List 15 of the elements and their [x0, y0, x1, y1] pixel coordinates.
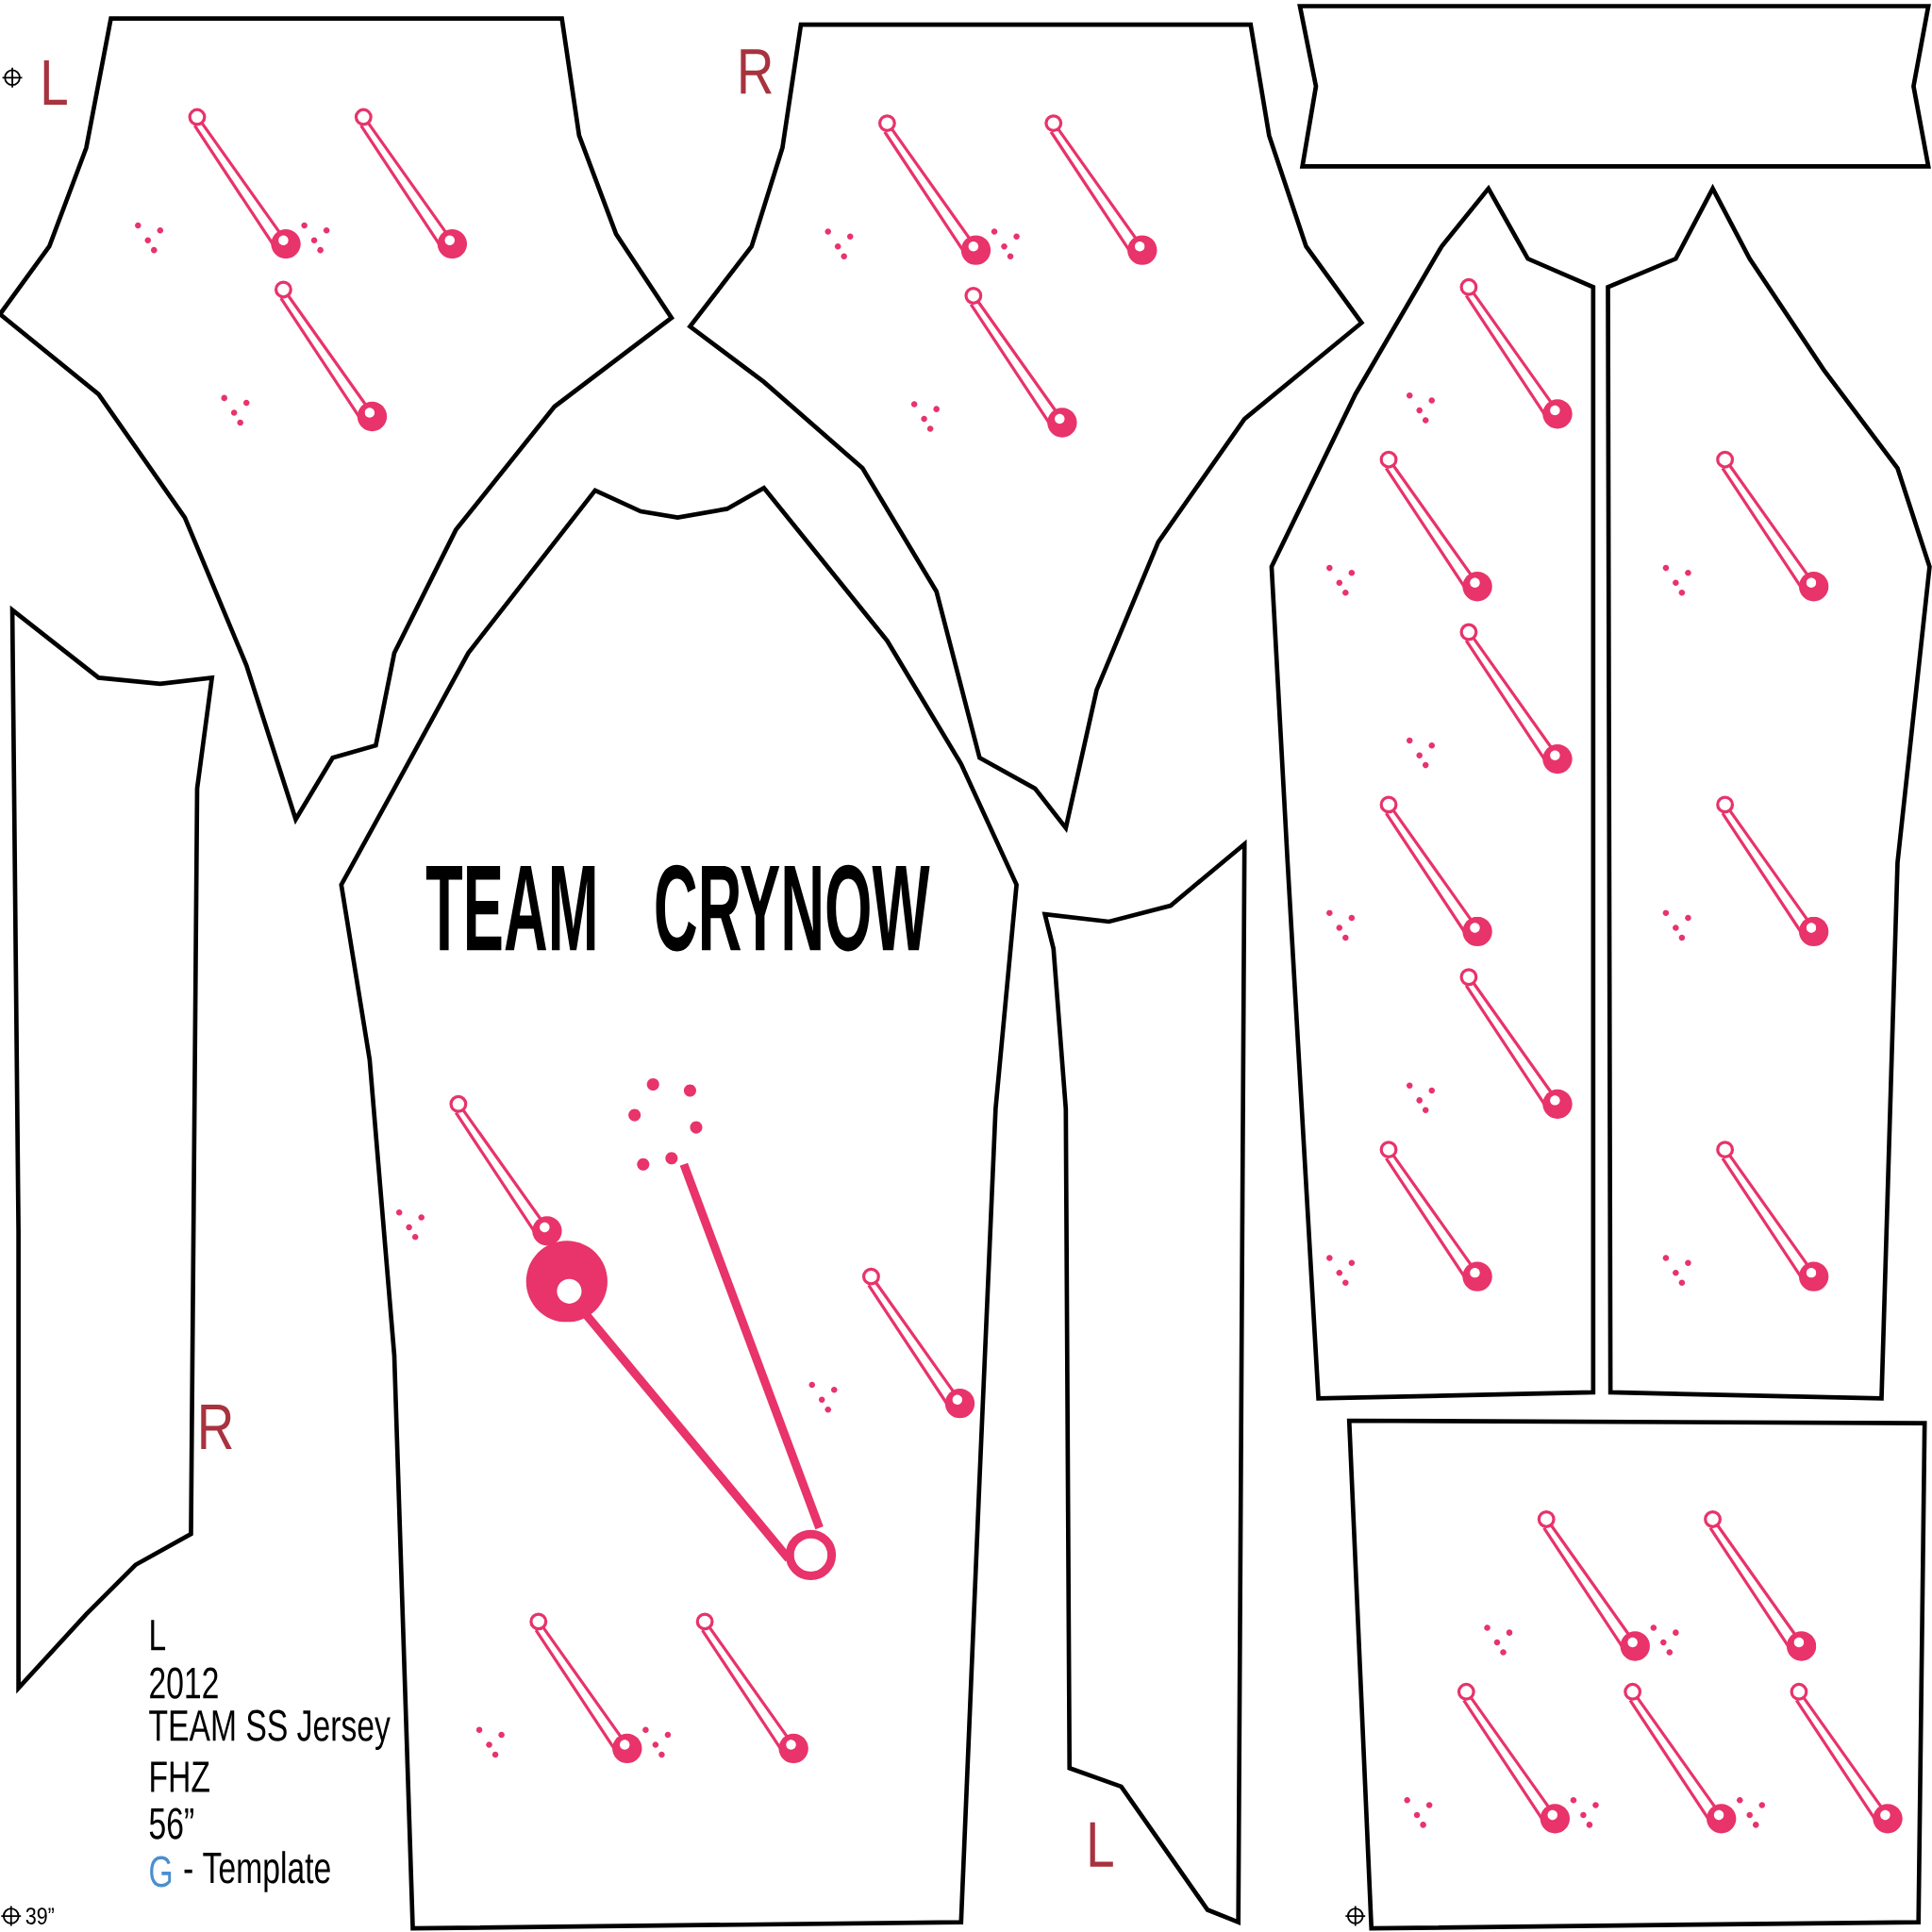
- info-text: G: [150, 1856, 172, 1888]
- panel-label: R: [741, 49, 772, 94]
- panel-label: L: [43, 60, 67, 105]
- panel-label: L: [1090, 1822, 1113, 1867]
- pattern-panel: [1297, 4, 1931, 169]
- pattern-panel: [1346, 1418, 1927, 1931]
- pattern-panel: [687, 22, 1365, 834]
- pattern-panel: [0, 16, 675, 825]
- panel-label: R: [201, 1405, 232, 1450]
- info-text: TEAM SS Jersey: [149, 1709, 391, 1750]
- info-text: L: [151, 1620, 166, 1651]
- size-label: 39”: [25, 1907, 54, 1924]
- info-text: 2012: [150, 1667, 218, 1699]
- info-text: FHZ: [151, 1761, 209, 1792]
- info-text: 56”: [149, 1807, 193, 1840]
